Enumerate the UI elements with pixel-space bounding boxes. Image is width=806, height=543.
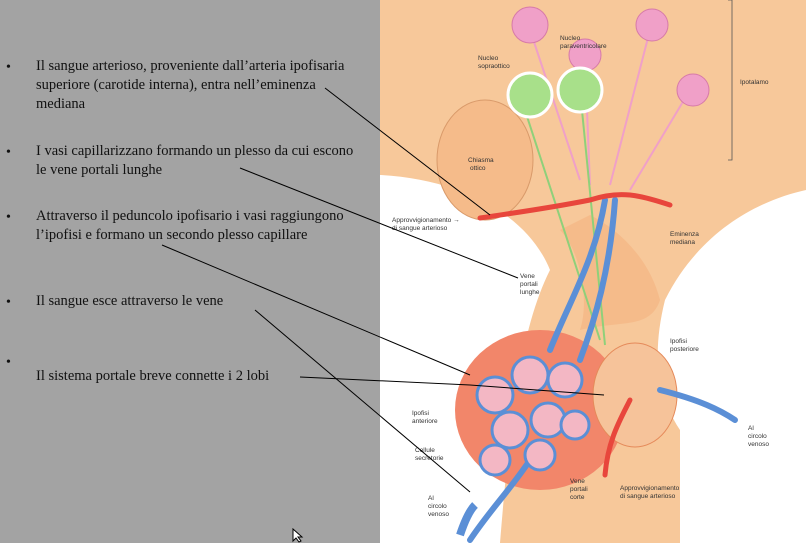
bullet-marker: • xyxy=(6,145,11,160)
bullet-marker: • xyxy=(6,60,11,75)
supraoptic-neuron xyxy=(506,71,554,119)
portal-veins xyxy=(467,197,738,543)
pink-neuron xyxy=(511,6,549,44)
bullet-text-4: Il sangue esce attraverso le vene xyxy=(36,293,224,309)
pink-neuron xyxy=(676,73,710,107)
posterior-pituitary xyxy=(592,342,678,448)
bullet-text-1: Il sangue arterioso, proveniente dall’ar… xyxy=(36,58,345,112)
bullet-marker: • xyxy=(6,210,11,225)
bullet-text-2: I vasi capillarizzano formando un plesso… xyxy=(36,143,354,178)
bullet-text-5: Il sistema portale breve connette i 2 lo… xyxy=(36,368,270,384)
venous-outflow xyxy=(456,502,478,537)
text-panel: • Il sangue arterioso, proveniente dall’… xyxy=(0,0,380,543)
bullet-marker: • xyxy=(6,355,11,370)
stalk xyxy=(560,215,660,330)
hypothalamus-bracket xyxy=(728,0,733,161)
mouse-cursor-icon xyxy=(292,528,304,543)
bullet-text-3: Attraverso il peduncolo ipofisario i vas… xyxy=(36,208,344,243)
pink-neuron xyxy=(635,8,669,42)
paraventricular-neuron xyxy=(556,66,604,114)
bullet-marker: • xyxy=(6,295,11,310)
label-hypothalamus: Ipotalamo xyxy=(740,79,769,86)
